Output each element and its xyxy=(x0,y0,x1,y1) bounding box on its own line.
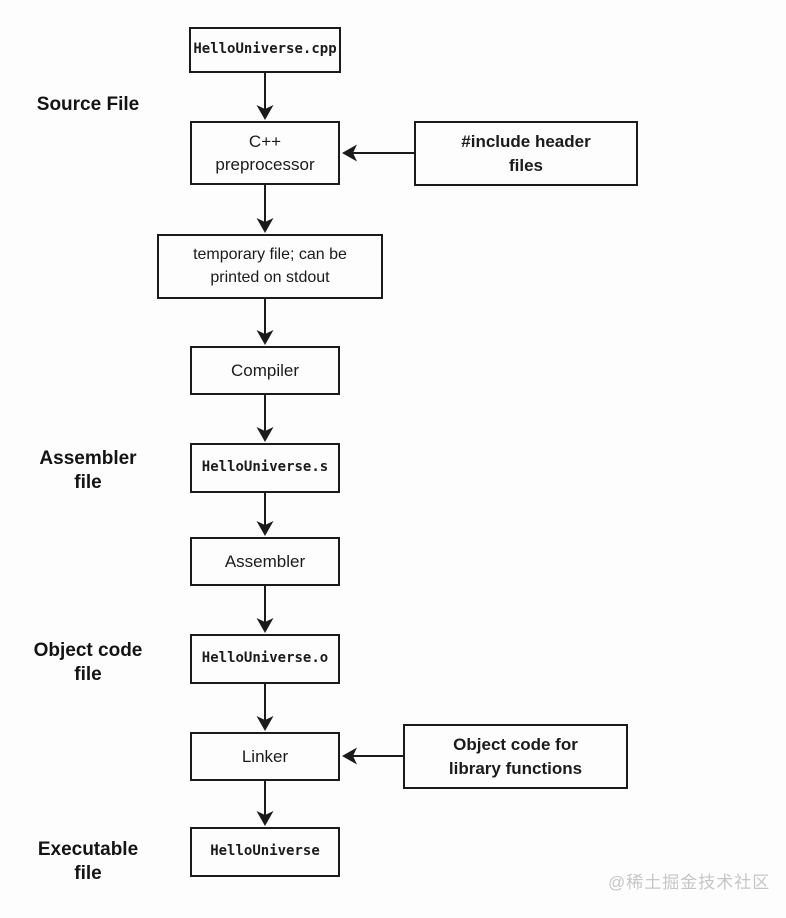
arrow-source-to-preprocessor xyxy=(256,73,274,120)
stage-label-executable-file: Executable file xyxy=(37,839,139,884)
arrow-asmfile-to-assembler xyxy=(256,493,274,536)
node-linker: Linker xyxy=(190,732,340,781)
arrow-tempfile-to-compiler xyxy=(256,299,274,345)
node-assembler: Assembler xyxy=(190,537,340,586)
arrow-assembler-to-objfile xyxy=(256,586,274,633)
arrow-preprocessor-to-tempfile xyxy=(256,185,274,233)
arrow-libobjects-to-linker xyxy=(342,747,403,765)
node-library-objects: Object code for library functions xyxy=(403,724,628,789)
stage-label-object-code-file: Object code file xyxy=(33,640,143,685)
arrow-objfile-to-linker xyxy=(256,684,274,731)
node-include-headers: #include header files xyxy=(414,121,638,186)
node-preprocessor: C++ preprocessor xyxy=(190,121,340,185)
node-temp-file: temporary file; can be printed on stdout xyxy=(157,234,383,299)
stage-label-assembler-file: Assembler file xyxy=(39,448,137,493)
node-object-file: HelloUniverse.o xyxy=(190,634,340,684)
node-executable: HelloUniverse xyxy=(190,827,340,877)
arrow-headers-to-preprocessor xyxy=(342,144,414,162)
node-compiler: Compiler xyxy=(190,346,340,395)
arrow-linker-to-executable xyxy=(256,781,274,826)
node-source-file: HelloUniverse.cpp xyxy=(189,27,341,73)
node-assembler-output: HelloUniverse.s xyxy=(190,443,340,493)
watermark: @稀土掘金技术社区 xyxy=(608,873,771,892)
arrow-compiler-to-asmfile xyxy=(256,395,274,442)
stage-label-source-file: Source File xyxy=(36,94,140,115)
